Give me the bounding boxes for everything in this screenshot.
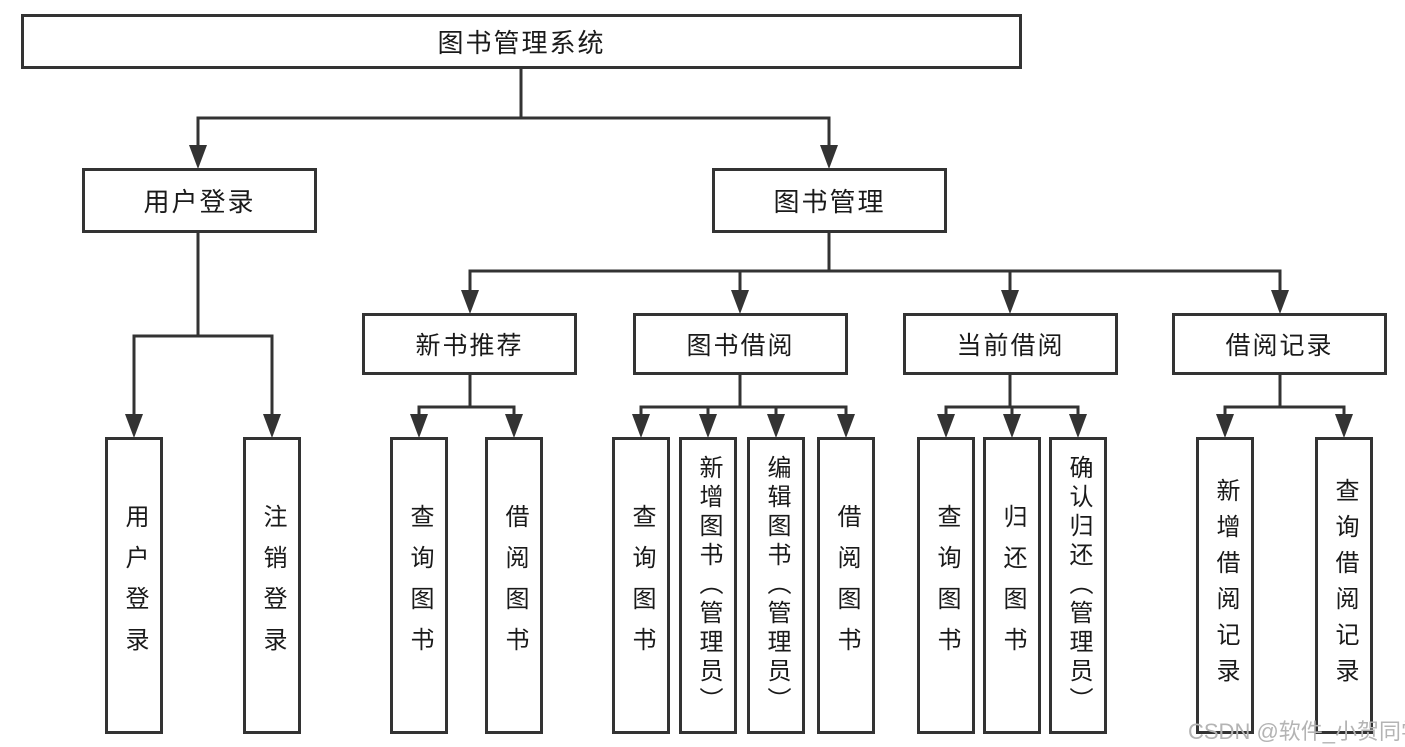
leaf-edit-book-admin: 编辑图书（管理员） <box>747 437 805 734</box>
node-book-management: 图书管理 <box>712 168 947 233</box>
node-label: 图书借阅 <box>686 332 795 360</box>
leaf-user-login: 用户登录 <box>105 437 163 734</box>
leaf-label: 编辑图书（管理员） <box>763 455 790 716</box>
leaf-borrow-books-recommend: 借阅图书 <box>485 437 543 734</box>
leaf-label: 查询图书 <box>628 503 655 668</box>
node-label: 新书推荐 <box>415 332 524 360</box>
leaf-label: 借阅图书 <box>833 503 860 668</box>
node-label: 图书管理系统 <box>437 28 606 58</box>
leaf-label: 查询图书 <box>406 503 433 668</box>
leaf-return-book: 归还图书 <box>983 437 1041 734</box>
node-library-management-system: 图书管理系统 <box>21 14 1022 69</box>
leaf-query-books-recommend: 查询图书 <box>390 437 448 734</box>
leaf-confirm-return-admin: 确认归还（管理员） <box>1049 437 1107 734</box>
leaf-label: 新增借阅记录 <box>1212 477 1239 694</box>
leaf-label: 借阅图书 <box>501 503 528 668</box>
leaf-borrow-books-borrowing: 借阅图书 <box>817 437 875 734</box>
node-label: 当前借阅 <box>956 332 1065 360</box>
leaf-label: 归还图书 <box>999 503 1026 668</box>
node-user-login: 用户登录 <box>82 168 317 233</box>
node-current-borrowing: 当前借阅 <box>903 313 1118 375</box>
leaf-label: 注销登录 <box>259 503 286 668</box>
leaf-query-borrow-record: 查询借阅记录 <box>1315 437 1373 734</box>
csdn-watermark: CSDN @软件_小贺同学 <box>1188 719 1405 744</box>
node-book-borrowing: 图书借阅 <box>633 313 848 375</box>
leaf-query-books-borrowing: 查询图书 <box>612 437 670 734</box>
node-label: 用户登录 <box>143 187 256 217</box>
node-label: 借阅记录 <box>1225 332 1334 360</box>
leaf-label: 新增图书（管理员） <box>695 455 722 716</box>
leaf-label: 查询借阅记录 <box>1331 477 1358 694</box>
leaf-add-book-admin: 新增图书（管理员） <box>679 437 737 734</box>
leaf-label: 用户登录 <box>121 503 148 668</box>
node-borrowing-records: 借阅记录 <box>1172 313 1387 375</box>
leaf-label: 确认归还（管理员） <box>1065 455 1092 716</box>
node-new-book-recommendation: 新书推荐 <box>362 313 577 375</box>
leaf-label: 查询图书 <box>933 503 960 668</box>
leaf-logout: 注销登录 <box>243 437 301 734</box>
node-label: 图书管理 <box>773 187 886 217</box>
leaf-query-books-current: 查询图书 <box>917 437 975 734</box>
leaf-add-borrow-record: 新增借阅记录 <box>1196 437 1254 734</box>
